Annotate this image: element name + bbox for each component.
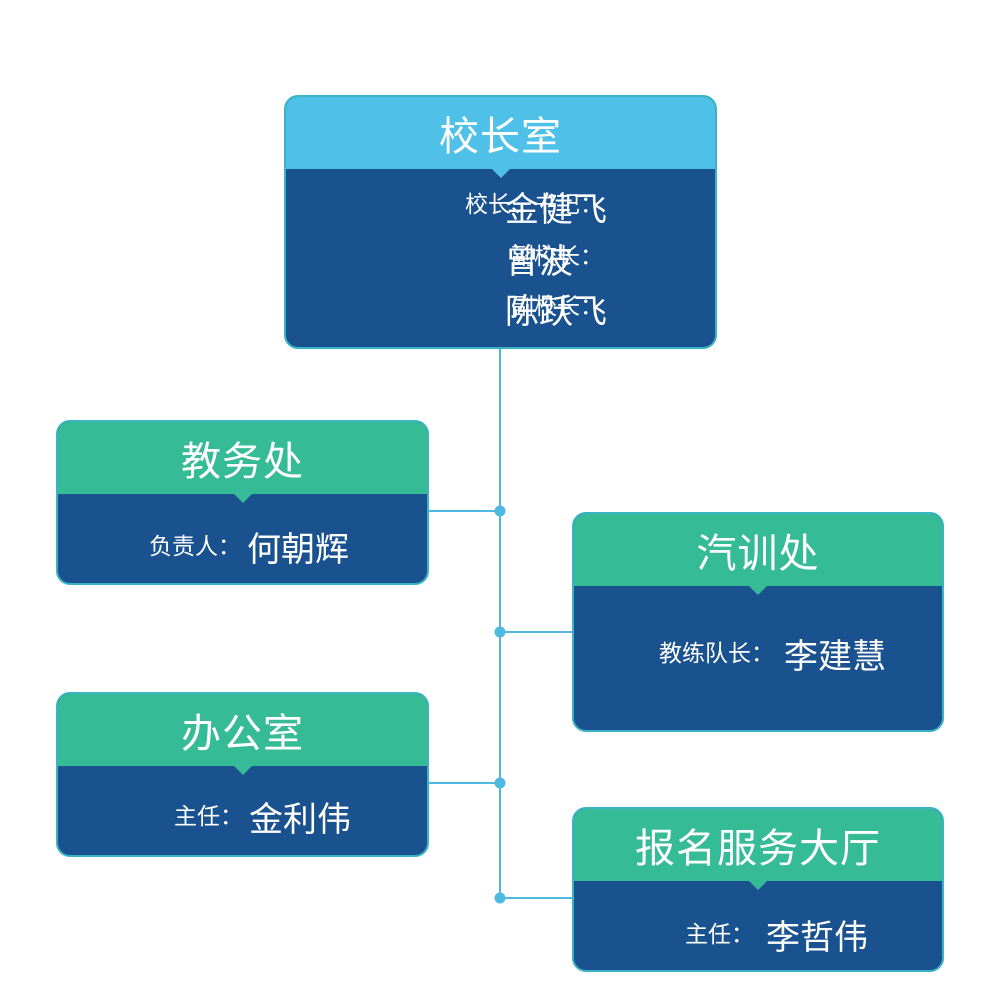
member-row: 负责人： <box>58 527 241 561</box>
member-role: 主任： <box>685 922 754 948</box>
member-row: 陈跃飞 <box>491 284 607 333</box>
member-name: 曾波 <box>505 242 573 282</box>
member-row: 教练队长： <box>574 634 774 668</box>
member-role: 负责人： <box>149 534 241 560</box>
principal-office-card: 校长室 校长、书记： 金健飞 副校长： 曾波 副校长： 陈跃飞 <box>284 95 717 349</box>
member-name: 李建慧 <box>784 637 886 677</box>
driving-training-office-card: 汽训处 教练队长： 李建慧 <box>572 512 944 732</box>
member-row: 副校长： <box>286 237 603 271</box>
member-row: 何朝辉 <box>233 522 349 571</box>
junction-dot <box>494 892 506 904</box>
member-name: 陈跃飞 <box>505 292 607 332</box>
member-row: 金利伟 <box>235 792 351 841</box>
member-row: 曾波 <box>491 234 573 283</box>
member-row: 副校长： <box>286 287 603 321</box>
member-role: 副校长： <box>511 294 603 320</box>
driving-training-office-title: 汽训处 <box>574 514 942 595</box>
member-role: 教练队长： <box>659 641 774 667</box>
member-row: 李哲伟 <box>752 910 868 959</box>
member-row: 李建慧 <box>770 629 886 678</box>
general-office-card: 办公室 主任： 金利伟 <box>56 692 429 857</box>
general-office-title: 办公室 <box>58 694 427 775</box>
member-role: 校长、书记： <box>465 192 603 218</box>
member-row: 金健飞 <box>491 182 607 231</box>
member-role: 副校长： <box>511 244 603 270</box>
principal-office-title: 校长室 <box>286 97 715 178</box>
member-name: 李哲伟 <box>766 918 868 958</box>
member-row: 主任： <box>574 915 754 949</box>
member-row: 校长、书记： <box>286 185 603 219</box>
member-row: 主任： <box>58 797 243 831</box>
academic-office-card: 教务处 负责人： 何朝辉 <box>56 420 429 585</box>
member-name: 金利伟 <box>249 800 351 840</box>
junction-dot <box>494 505 506 517</box>
academic-office-title: 教务处 <box>58 422 427 503</box>
registration-hall-card: 报名服务大厅 主任： 李哲伟 <box>572 807 944 972</box>
junction-dot <box>494 777 506 789</box>
member-role: 主任： <box>174 804 243 830</box>
member-name: 何朝辉 <box>247 530 349 570</box>
member-name: 金健飞 <box>505 190 607 230</box>
junction-dot <box>494 626 506 638</box>
registration-hall-title: 报名服务大厅 <box>574 809 942 890</box>
